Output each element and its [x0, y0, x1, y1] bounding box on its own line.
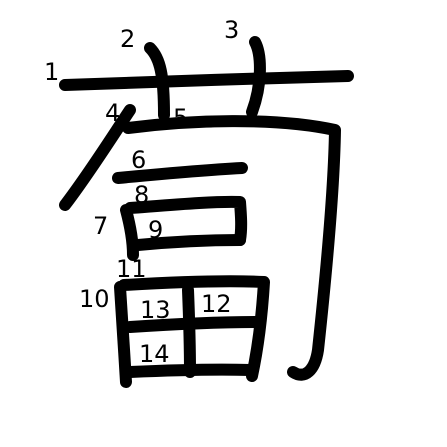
stroke-number-11: 11 — [116, 255, 147, 283]
stroke-12 — [182, 284, 196, 378]
stroke-number-7: 7 — [93, 212, 108, 240]
stroke-2 — [144, 42, 170, 121]
stroke-13 — [124, 316, 264, 333]
stroke-3 — [246, 36, 266, 118]
stroke-number-2: 2 — [120, 25, 135, 53]
stroke-number-3: 3 — [224, 16, 239, 44]
stroke-6 — [112, 162, 248, 184]
stroke-5 — [122, 115, 341, 381]
stroke-number-12: 12 — [201, 290, 232, 318]
stroke-4 — [59, 104, 136, 211]
stroke-8 — [124, 195, 248, 246]
stroke-1 — [59, 70, 354, 91]
stroke-number-14: 14 — [139, 340, 170, 368]
stroke-number-1: 1 — [44, 58, 59, 86]
stroke-number-10: 10 — [79, 285, 110, 313]
stroke-number-13: 13 — [140, 296, 171, 324]
stroke-10 — [114, 281, 132, 388]
stroke-number-9: 9 — [148, 216, 163, 244]
stroke-number-8: 8 — [134, 181, 149, 209]
stroke-7 — [120, 204, 139, 261]
stroke-numbers: 1 2 3 4 5 6 7 8 9 10 11 12 13 14 — [44, 16, 239, 368]
stroke-9 — [132, 234, 246, 251]
character-strokes — [59, 36, 354, 388]
stroke-14 — [124, 363, 256, 378]
stroke-11 — [118, 275, 270, 382]
stroke-number-5: 5 — [173, 104, 188, 132]
stroke-number-6: 6 — [131, 146, 146, 174]
stroke-number-4: 4 — [105, 99, 120, 127]
